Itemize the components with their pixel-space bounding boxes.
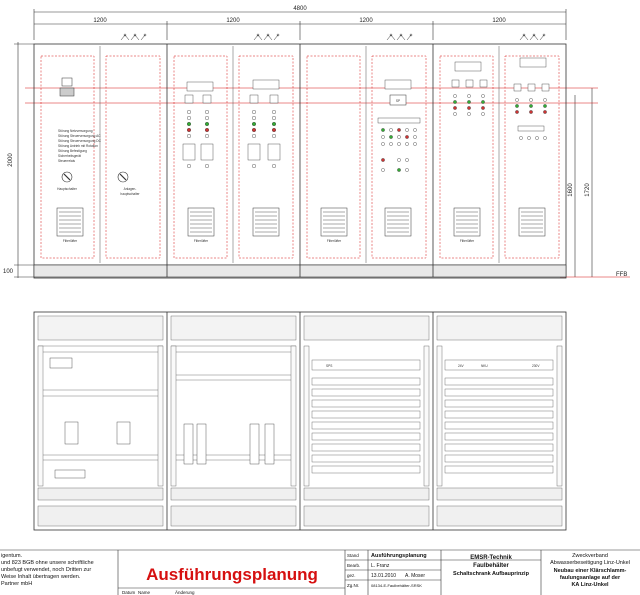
plinth-label: 100 bbox=[3, 269, 14, 275]
width-label-3: 1200 bbox=[359, 18, 373, 24]
floor-label: FFB bbox=[616, 272, 627, 278]
zgnr-label: Zg.Nr. bbox=[347, 583, 359, 588]
footer-date-label: Datum bbox=[122, 590, 136, 595]
dim-1720-label: 1720 bbox=[585, 183, 591, 197]
panel-4a-controls bbox=[451, 61, 488, 116]
cabinet-1: Störung Netzversorgung Störung Steuerver… bbox=[56, 77, 141, 243]
svg-text:Filterlüfter: Filterlüfter bbox=[327, 239, 342, 243]
svg-text:Steuerrelais: Steuerrelais bbox=[58, 159, 75, 163]
status-list: Störung Netzversorgung Störung Steuerver… bbox=[58, 129, 102, 163]
drawing-number: 08134-E-Faulbehälter-SRSK bbox=[371, 583, 422, 588]
total-width-label: 4800 bbox=[293, 6, 307, 12]
status-stamp: Ausführungsplanung bbox=[146, 565, 318, 584]
front-view: Störung Netzversorgung Störung Steuerver… bbox=[33, 33, 567, 279]
cabinet-2: Filterlüfter bbox=[182, 79, 281, 243]
svg-text:Störung Antrieb mit Rotation: Störung Antrieb mit Rotation bbox=[58, 144, 98, 148]
filter-fan-3: Filterlüfter bbox=[320, 207, 348, 243]
footer-name-label: Name bbox=[138, 590, 151, 595]
svg-text:Störung Steuerversorgung AC: Störung Steuerversorgung AC bbox=[58, 134, 101, 138]
dimension-lines bbox=[14, 9, 593, 278]
width-label-1: 1200 bbox=[93, 18, 107, 24]
bus-label-24v: 24V bbox=[458, 364, 465, 368]
cabinet-4: Filterlüfter bbox=[451, 57, 550, 243]
width-label-2: 1200 bbox=[226, 18, 240, 24]
gez-date: 13.01.2010 bbox=[371, 573, 396, 579]
main-switch: Hauptschalter bbox=[57, 171, 78, 191]
drawing-title: Schaltschrank Aufbauprinzip bbox=[453, 571, 530, 577]
filter-fan-1: Filterlüfter bbox=[56, 207, 84, 243]
mounting-plate-view: SPS 24V NKU 230V bbox=[33, 311, 567, 531]
project-line-2: faulungsanlage auf der bbox=[560, 575, 621, 581]
panel-2a-controls bbox=[182, 81, 214, 168]
project-line-1: Neubau einer Klärschlamm- bbox=[554, 568, 627, 574]
panel-3b-controls: SP bbox=[377, 79, 421, 172]
panel-4b-controls bbox=[513, 57, 550, 140]
vent-grille-2b bbox=[252, 207, 280, 237]
svg-text:Sicherheitsgerät: Sicherheitsgerät bbox=[58, 154, 81, 158]
reference-lines bbox=[25, 87, 630, 278]
cabinet-3: Filterlüfter SP bbox=[320, 79, 421, 243]
bearb-value: L. Franz bbox=[371, 563, 390, 569]
vent-grille-3b bbox=[384, 207, 412, 237]
width-label-4: 1200 bbox=[492, 18, 506, 24]
footer-change-label: Änderung bbox=[175, 589, 195, 595]
svg-text:Filterlüfter: Filterlüfter bbox=[63, 239, 78, 243]
lifting-eyes bbox=[120, 33, 546, 41]
legal-line-2: und 823 BGB ohne unsere schriftliche bbox=[1, 560, 94, 566]
legal-line-3: unbefugt verwendet, noch Dritten zur bbox=[1, 567, 91, 573]
stand-value: Ausführungsplanung bbox=[371, 553, 427, 559]
svg-text:Störung Netzversorgung: Störung Netzversorgung bbox=[58, 129, 93, 133]
stand-label: Stand bbox=[347, 553, 359, 558]
client-line-1: Zweckverband bbox=[572, 553, 608, 559]
svg-text:Anlagen-: Anlagen- bbox=[124, 187, 137, 191]
bus-label-230v: 230V bbox=[532, 364, 540, 368]
bearb-label: Bearb. bbox=[347, 563, 360, 568]
client-line-2: Abwasserbeseitigung Linz-Unkel bbox=[550, 560, 630, 566]
legal-line-4: Weise Inhalt übertragen werden. bbox=[1, 574, 81, 580]
bus-label-sps: SPS bbox=[326, 364, 332, 368]
discipline: EMSR-Technik bbox=[470, 555, 512, 561]
vent-grille-4b bbox=[518, 207, 546, 237]
height-label: 2000 bbox=[8, 153, 14, 167]
bus-label-nku: NKU bbox=[481, 364, 488, 368]
filter-fan-4: Filterlüfter bbox=[453, 207, 481, 243]
gez-name: A. Moser bbox=[405, 573, 425, 579]
svg-text:Filterlüfter: Filterlüfter bbox=[194, 239, 209, 243]
svg-text:hauptschalter: hauptschalter bbox=[120, 192, 140, 196]
legal-line-5: Partner mbH bbox=[1, 581, 32, 587]
svg-text:Filterlüfter: Filterlüfter bbox=[460, 239, 475, 243]
project-line-3: KA Linz-Unkel bbox=[571, 582, 609, 588]
svg-text:Störung Befestigung: Störung Befestigung bbox=[58, 149, 87, 153]
filter-fan-2: Filterlüfter bbox=[187, 207, 215, 243]
svg-text:Hauptschalter: Hauptschalter bbox=[57, 187, 78, 191]
subject: Faulbehälter bbox=[473, 563, 509, 569]
dim-1600-label: 1600 bbox=[568, 183, 574, 197]
gez-label: gez. bbox=[347, 573, 356, 578]
service-switch: Anlagen- hauptschalter bbox=[117, 171, 141, 196]
legal-line-1: igentum. bbox=[1, 553, 23, 559]
title-block: igentum. und 823 BGB ohne unsere schrift… bbox=[0, 549, 640, 595]
svg-text:Störung Steuerversorgung DC: Störung Steuerversorgung DC bbox=[58, 139, 102, 143]
panel-2b-controls bbox=[247, 79, 281, 168]
display-label: SP bbox=[396, 99, 400, 103]
